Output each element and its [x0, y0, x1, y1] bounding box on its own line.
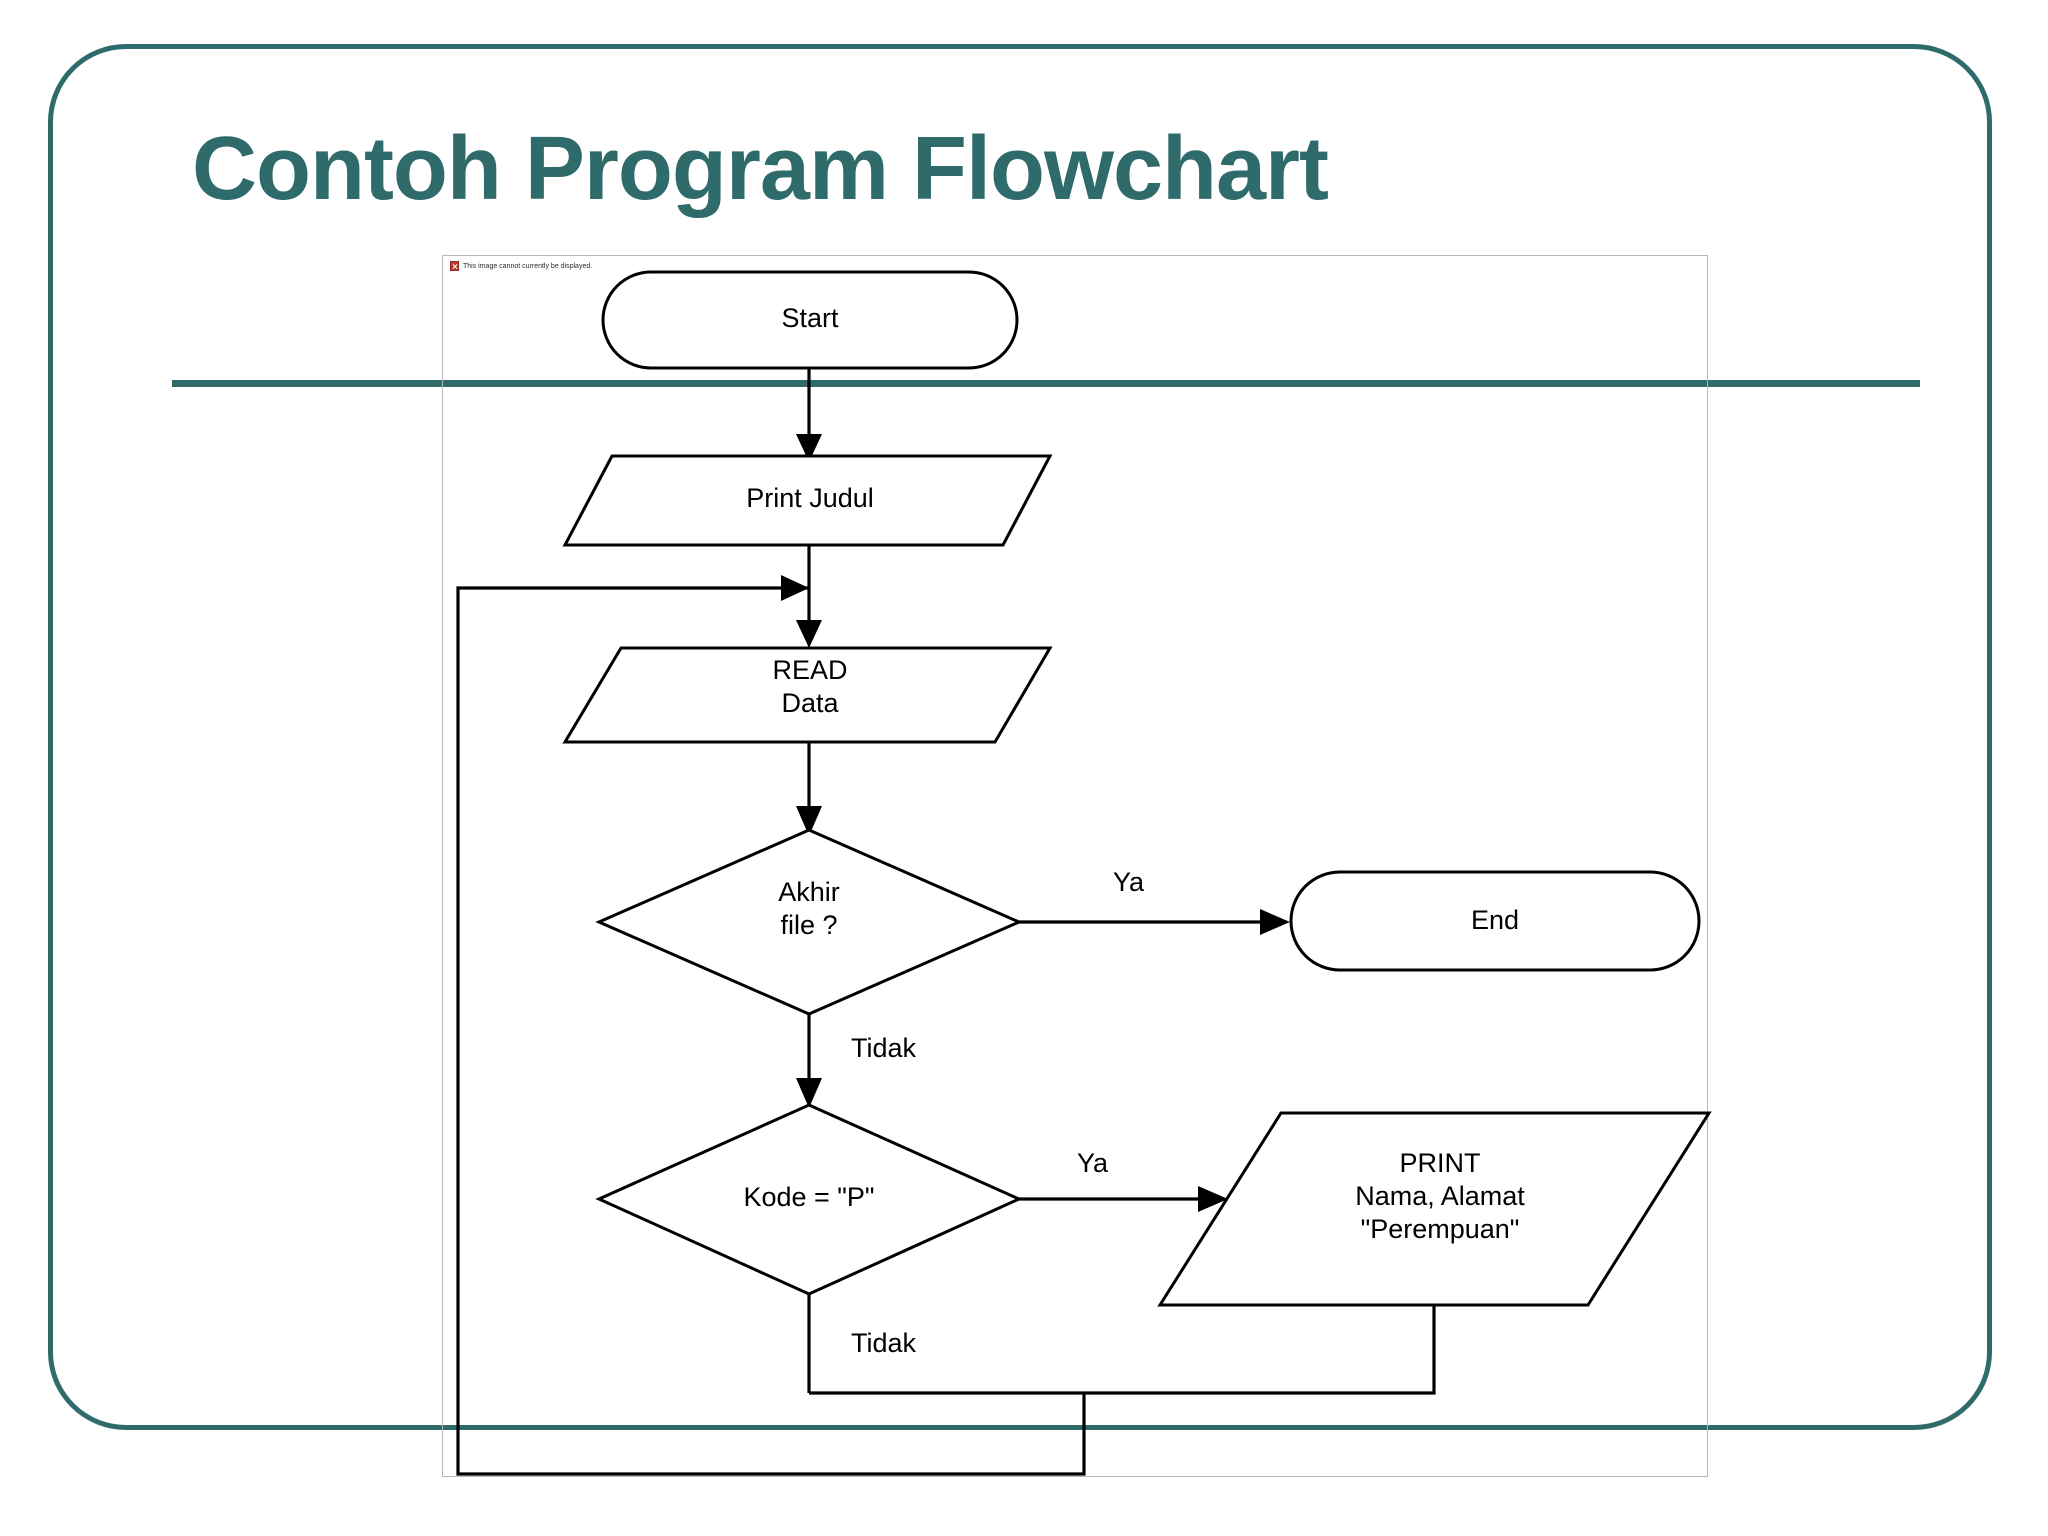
node-read-data-shape[interactable] [562, 646, 1053, 744]
node-akhir-file-shape[interactable] [595, 828, 1023, 1016]
edge-loop-back-to-read [456, 586, 1086, 1476]
broken-image-placeholder: This image cannot currently be displayed… [450, 261, 592, 271]
title-divider-rule [172, 380, 1920, 387]
broken-image-icon [450, 261, 459, 271]
arrowhead-akhir-no-to-kode [796, 1078, 822, 1108]
node-start-shape[interactable] [601, 270, 1019, 370]
page-title: Contoh Program Flowchart [192, 119, 1329, 219]
node-print-nama-shape[interactable] [1157, 1111, 1712, 1307]
node-print-judul-shape[interactable] [562, 454, 1053, 547]
arrowhead-read-to-akhir [796, 806, 822, 836]
arrowhead-start-to-judul [796, 434, 822, 462]
embedded-picture-frame [442, 255, 1708, 1477]
arrowhead-akhir-yes-to-end [1260, 909, 1290, 935]
arrowhead-judul-to-read [796, 620, 822, 648]
node-kode-shape[interactable] [595, 1103, 1023, 1296]
node-end-shape[interactable] [1289, 870, 1701, 972]
broken-image-message: This image cannot currently be displayed… [463, 262, 593, 270]
arrowhead-kode-yes-to-print [1198, 1186, 1228, 1212]
edge-print-to-merge [809, 1305, 1436, 1395]
